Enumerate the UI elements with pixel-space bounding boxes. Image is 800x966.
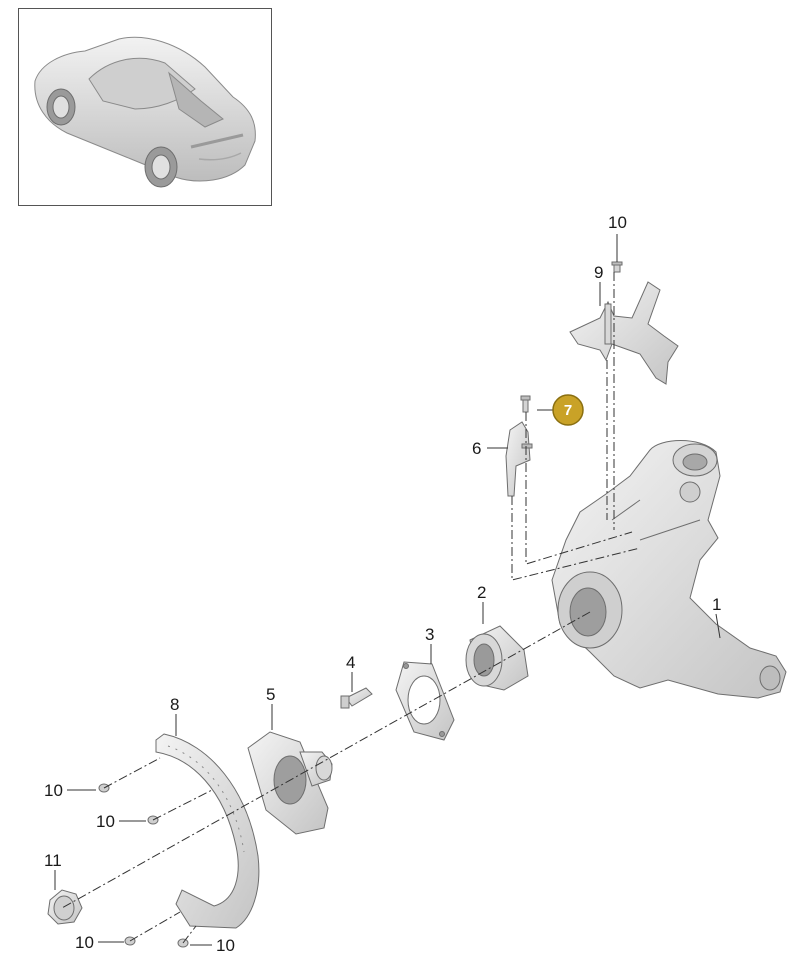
callout-10-d[interactable]: 10 xyxy=(216,936,235,955)
callout-10-a[interactable]: 10 xyxy=(44,781,63,800)
callout-7: 7 xyxy=(564,402,572,419)
cap-part-11[interactable] xyxy=(47,889,83,925)
callout-7-highlight[interactable]: 7 xyxy=(552,394,584,426)
screw-part-4[interactable] xyxy=(340,687,373,709)
wheel-bearing-part-2[interactable] xyxy=(465,625,529,691)
dust-shield-part-8[interactable] xyxy=(155,733,260,929)
callout-4[interactable]: 4 xyxy=(346,653,355,672)
wheel-carrier-part-1[interactable] xyxy=(551,440,787,699)
wheel-hub-part-5[interactable] xyxy=(247,731,333,835)
callout-6[interactable]: 6 xyxy=(472,439,481,458)
screw-part-10-top[interactable] xyxy=(611,261,623,273)
leader-lines xyxy=(54,234,721,946)
callout-5[interactable]: 5 xyxy=(266,685,275,704)
bracket-part-6[interactable] xyxy=(505,421,533,497)
callout-9[interactable]: 9 xyxy=(594,263,603,282)
assembly-axis-lines xyxy=(61,272,641,944)
callout-10-b[interactable]: 10 xyxy=(96,812,115,831)
callout-1[interactable]: 1 xyxy=(712,595,721,614)
callout-2[interactable]: 2 xyxy=(477,583,486,602)
callout-3[interactable]: 3 xyxy=(425,625,434,644)
callout-10-c[interactable]: 10 xyxy=(75,933,94,952)
callout-labels: 10 9 6 1 2 3 4 5 8 10 10 11 10 10 xyxy=(44,213,721,955)
callout-11[interactable]: 11 xyxy=(44,851,62,870)
callout-8[interactable]: 8 xyxy=(170,695,179,714)
callout-10-top[interactable]: 10 xyxy=(608,213,627,232)
highlight-badge-icon xyxy=(552,394,584,426)
cover-plate-part-3[interactable] xyxy=(395,661,455,741)
car-icon xyxy=(34,36,256,188)
screw-part-7[interactable] xyxy=(520,395,531,413)
vehicle-thumbnail[interactable] xyxy=(18,8,272,206)
holder-part-9[interactable] xyxy=(569,281,679,385)
